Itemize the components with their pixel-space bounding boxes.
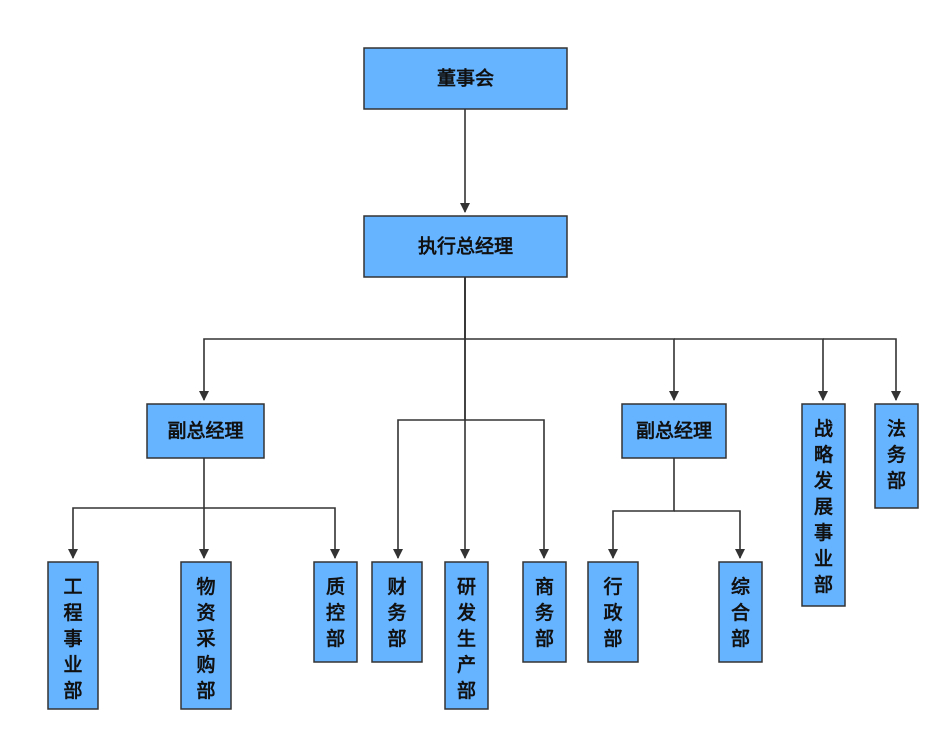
node-label: 副总经理 <box>167 419 243 442</box>
node-engineering: 工程事业部 <box>47 561 99 710</box>
node-box <box>621 403 727 459</box>
connector-vp1-to-engineering <box>68 458 205 559</box>
node-vp1: 副总经理 <box>146 403 265 459</box>
node-box <box>874 403 919 509</box>
node-label: 法务部 <box>887 417 907 492</box>
node-board: 董事会 <box>363 47 568 110</box>
connector-ceo-to-vp2 <box>465 338 679 401</box>
node-label: 综合部 <box>731 575 751 650</box>
node-finance: 财务部 <box>371 561 423 663</box>
connector-vp2-to-admin <box>608 458 675 559</box>
node-admin: 行政部 <box>587 561 639 663</box>
node-label: 研发生产部 <box>456 576 477 702</box>
node-label: 董事会 <box>437 67 494 90</box>
connector-ceo-to-business <box>465 419 549 559</box>
node-label: 行政部 <box>602 575 623 650</box>
node-business: 商务部 <box>522 561 567 663</box>
node-box <box>313 561 358 663</box>
connector-ceo-to-finance <box>393 277 466 559</box>
node-box <box>718 561 763 663</box>
node-label: 副总经理 <box>636 419 712 442</box>
node-strategy: 战略发展事业部 <box>801 403 846 607</box>
node-box <box>146 403 265 459</box>
node-box <box>801 403 846 607</box>
node-label: 战略发展事业部 <box>813 418 834 596</box>
node-box <box>371 561 423 663</box>
node-box <box>180 561 232 710</box>
node-label: 财务部 <box>387 575 407 650</box>
node-label: 质控部 <box>326 576 345 650</box>
node-box <box>587 561 639 663</box>
node-box <box>47 561 99 710</box>
node-box <box>363 215 568 278</box>
node-label: 执行总经理 <box>418 235 513 258</box>
node-legal: 法务部 <box>874 403 919 509</box>
connector-ceo-to-vp1 <box>199 277 466 401</box>
node-label: 工程事业部 <box>63 576 82 702</box>
connector-ceo-to-legal <box>823 338 901 401</box>
node-qc: 质控部 <box>313 561 358 663</box>
node-box <box>444 561 489 710</box>
node-box <box>363 47 568 110</box>
node-general: 综合部 <box>718 561 763 663</box>
node-rd: 研发生产部 <box>444 561 489 710</box>
node-box <box>522 561 567 663</box>
connectors <box>68 109 901 559</box>
node-procurement: 物资采购部 <box>180 561 232 710</box>
connector-vp1-to-qc <box>204 507 340 559</box>
connector-ceo-to-strategy <box>674 338 828 401</box>
node-vp2: 副总经理 <box>621 403 727 459</box>
node-label: 物资采购部 <box>196 575 215 702</box>
connector-vp2-to-general <box>674 510 745 559</box>
node-label: 商务部 <box>535 575 555 650</box>
node-ceo: 执行总经理 <box>363 215 568 278</box>
